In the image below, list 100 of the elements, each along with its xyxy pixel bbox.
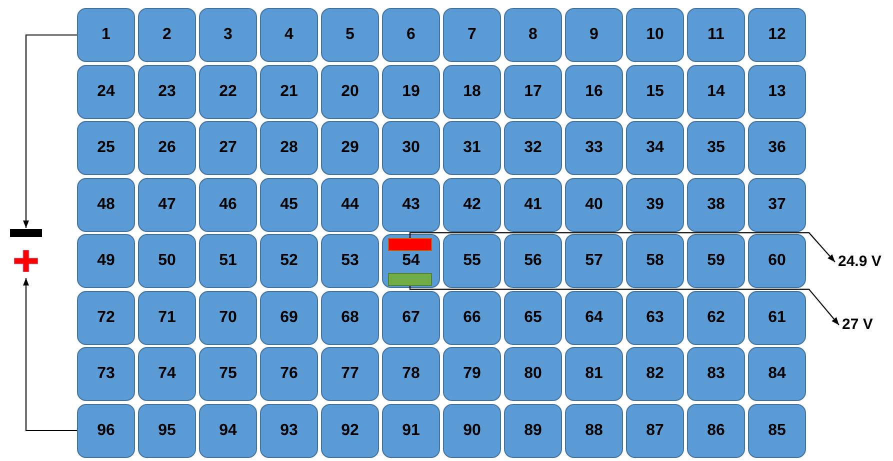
cell-tile bbox=[199, 347, 257, 401]
cell-tile bbox=[687, 64, 745, 118]
cell-tile bbox=[626, 178, 684, 232]
cell-tile bbox=[199, 290, 257, 344]
cell-number: 27 bbox=[219, 139, 237, 157]
cell-tile bbox=[77, 290, 135, 344]
cell-number: 9 bbox=[590, 26, 598, 44]
cell-number: 92 bbox=[341, 422, 359, 440]
cell-tile bbox=[687, 178, 745, 232]
cell-number: 10 bbox=[646, 26, 664, 44]
cell-number: 89 bbox=[524, 422, 542, 440]
cell-number: 61 bbox=[768, 308, 786, 326]
cell-tile bbox=[382, 347, 440, 401]
cell-number: 77 bbox=[341, 365, 359, 383]
cell-number: 51 bbox=[219, 252, 237, 270]
cell-tile bbox=[504, 121, 562, 175]
cell-number: 59 bbox=[707, 252, 725, 270]
cell-number: 14 bbox=[707, 82, 725, 100]
cell-tile bbox=[321, 290, 379, 344]
cell-number: 6 bbox=[406, 26, 416, 44]
cell-tile bbox=[77, 404, 135, 458]
cell-tile bbox=[260, 8, 318, 62]
cell-number: 83 bbox=[707, 365, 725, 383]
cell-tile bbox=[260, 64, 318, 118]
cell-tile bbox=[748, 404, 806, 458]
plus-sign bbox=[14, 250, 38, 272]
cell-number: 7 bbox=[468, 26, 476, 44]
cell-tile bbox=[687, 121, 745, 175]
cell-number: 49 bbox=[97, 252, 115, 270]
cell-number: 25 bbox=[97, 139, 115, 157]
cell-number: 3 bbox=[224, 26, 232, 44]
cell-number: 39 bbox=[646, 196, 664, 214]
cell-tile bbox=[77, 234, 135, 288]
cell-number: 60 bbox=[768, 252, 786, 270]
cell-tile bbox=[626, 404, 684, 458]
cell-number: 76 bbox=[280, 365, 298, 383]
cell-number: 50 bbox=[158, 252, 176, 270]
cell-number: 48 bbox=[97, 196, 115, 214]
cell-tile bbox=[443, 64, 501, 118]
cell-number: 85 bbox=[768, 422, 786, 440]
cell-tile bbox=[199, 178, 257, 232]
cell-number: 34 bbox=[646, 139, 664, 157]
cell-number: 79 bbox=[463, 365, 481, 383]
cell-tile bbox=[626, 290, 684, 344]
minus-sign bbox=[10, 229, 42, 237]
cell-number: 86 bbox=[707, 422, 725, 440]
cell-number: 66 bbox=[463, 308, 481, 326]
cell-number: 19 bbox=[402, 82, 420, 100]
cell-tile bbox=[504, 404, 562, 458]
cell-tile bbox=[321, 121, 379, 175]
cell-tile bbox=[443, 178, 501, 232]
cell-number: 81 bbox=[585, 365, 603, 383]
cell-number: 21 bbox=[280, 82, 298, 100]
cell-tile bbox=[504, 178, 562, 232]
cell-tile bbox=[565, 121, 623, 175]
cell-number: 68 bbox=[341, 308, 359, 326]
cell-tile bbox=[138, 347, 196, 401]
cell-number: 96 bbox=[97, 422, 115, 440]
cell-number: 43 bbox=[402, 196, 420, 214]
cell-tile bbox=[382, 121, 440, 175]
cell-tile bbox=[382, 404, 440, 458]
cell-tile bbox=[443, 121, 501, 175]
cell-tile bbox=[626, 121, 684, 175]
cell-tile bbox=[626, 64, 684, 118]
cell-tile bbox=[687, 234, 745, 288]
cell-number: 18 bbox=[463, 82, 481, 100]
cell-number: 36 bbox=[768, 139, 786, 157]
cell-number: 78 bbox=[402, 365, 420, 383]
cell-tile bbox=[77, 178, 135, 232]
cell-tile bbox=[321, 64, 379, 118]
cell-tile bbox=[199, 234, 257, 288]
cell-number: 13 bbox=[768, 82, 786, 100]
cell-number: 69 bbox=[280, 308, 298, 326]
cell-number: 38 bbox=[707, 196, 725, 214]
marker-bar bbox=[388, 273, 432, 286]
cell-tile bbox=[687, 404, 745, 458]
leader-line bbox=[409, 286, 840, 326]
cell-number: 93 bbox=[280, 422, 298, 440]
cell-tile bbox=[138, 290, 196, 344]
cell-number: 58 bbox=[646, 252, 664, 270]
cell-tile bbox=[687, 290, 745, 344]
cell-tile bbox=[748, 64, 806, 118]
cell-number: 11 bbox=[708, 26, 724, 44]
cell-tile bbox=[687, 8, 745, 62]
cell-tile bbox=[443, 8, 501, 62]
cell-tile bbox=[565, 404, 623, 458]
wire-arrow bbox=[22, 278, 77, 432]
cell-number: 5 bbox=[346, 26, 354, 44]
cell-tile bbox=[321, 8, 379, 62]
cell-tile bbox=[138, 234, 196, 288]
cell-number: 47 bbox=[158, 196, 176, 214]
cell-tile bbox=[321, 178, 379, 232]
cell-number: 94 bbox=[219, 422, 237, 440]
cell-number: 82 bbox=[646, 365, 664, 383]
cell-tile bbox=[77, 64, 135, 118]
cell-number: 42 bbox=[463, 196, 481, 214]
cell-number: 32 bbox=[524, 139, 542, 157]
cell-number: 16 bbox=[585, 82, 603, 100]
cell-number: 31 bbox=[463, 139, 481, 157]
cell-number: 44 bbox=[341, 196, 359, 214]
